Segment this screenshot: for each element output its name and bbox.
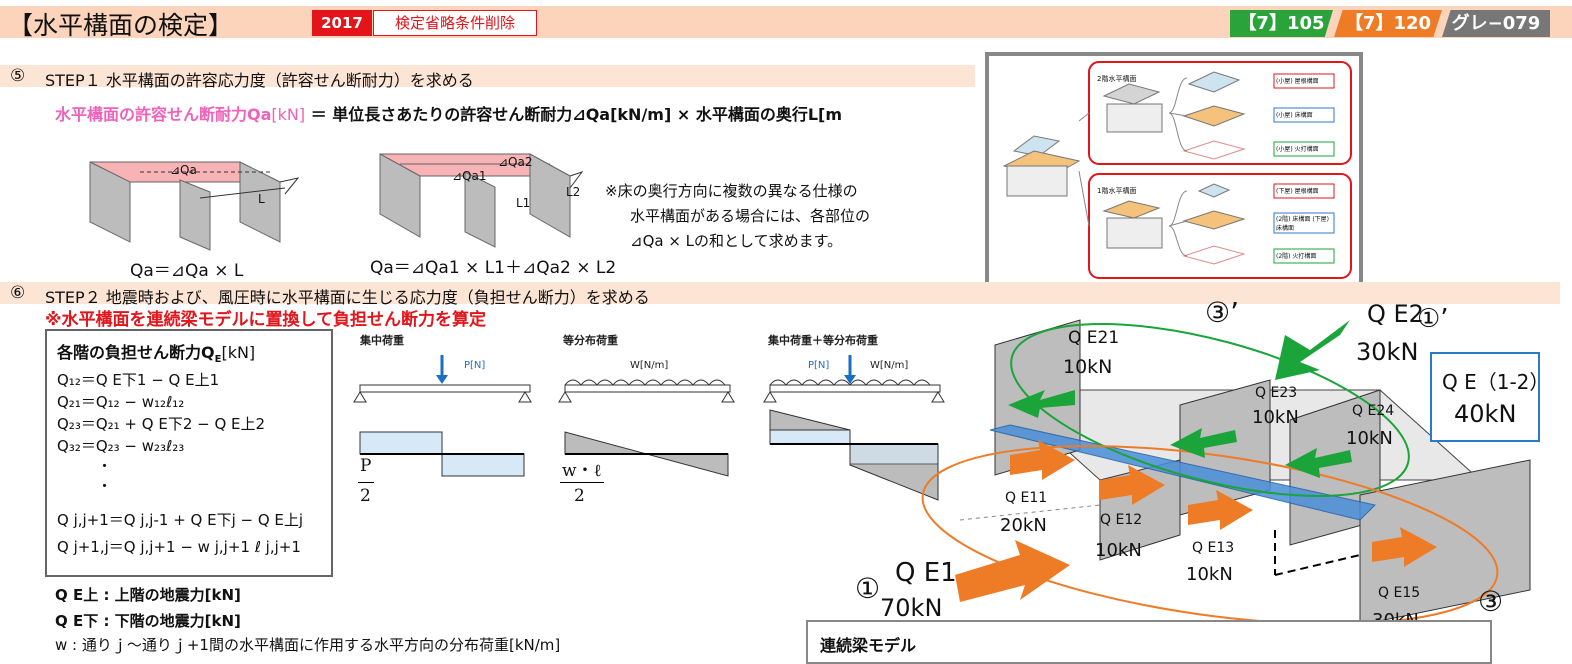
- qe12-box-value: 40kN: [1454, 400, 1517, 428]
- qe12-box: Q E（1-2） 40kN: [1430, 352, 1549, 442]
- qe12-box-label: Q E（1-2）: [1442, 370, 1550, 394]
- frac2-den: 2: [574, 486, 585, 506]
- beam2-load-text: W[N/m]: [630, 360, 669, 371]
- ref-badge-green: 【7】105: [1230, 10, 1333, 37]
- model-box-title: 連続梁モデル: [820, 636, 917, 655]
- qe13-label: Q E13: [1192, 540, 1235, 556]
- note-line-1: ※床の奥行方向に複数の異なる仕様の: [605, 182, 858, 200]
- shear-line-1: Q₁₂＝Q E下1 − Q E上1: [57, 371, 220, 389]
- diagram-item-1: (小屋) 屋根構面: [1276, 78, 1319, 85]
- diagram-item-5: (2階) 床構面 (下屋) 床構面: [1276, 216, 1329, 232]
- qe2-value: 30kN: [1356, 338, 1419, 366]
- fig1-l: L: [258, 192, 265, 206]
- shear-box-title-text: 各階の負担せん断力Q: [57, 343, 215, 362]
- formula-pink-qa: Qa: [247, 105, 272, 124]
- diagram-item-2: (小屋) 床構面: [1276, 112, 1313, 119]
- beam2-title: 等分布荷重: [563, 334, 618, 347]
- fig2-dqa1: ⊿Qa1: [452, 169, 487, 183]
- step1-text: STEP１ 水平構面の許容応力度（許容せん断耐力）を求める: [45, 71, 474, 90]
- qe2-label: Q E2: [1367, 300, 1424, 328]
- step1-number: ⑤: [10, 66, 26, 86]
- allowable-formula: 水平構面の許容せん断耐力Qa[kN] ＝ 単位長さあたりの許容せん断耐力⊿Qa[…: [55, 101, 842, 125]
- eq-qa-multi: Qa＝⊿Qa1 × L1＋⊿Qa2 × L2: [370, 258, 617, 278]
- qe12-value: 10kN: [1095, 540, 1142, 561]
- note-line-2: 水平構面がある場合には、各部位の: [630, 207, 871, 225]
- frac1-den: 2: [360, 486, 371, 506]
- beam3-title: 集中荷重＋等分布荷重: [768, 334, 878, 347]
- beam1-load: P[N]: [464, 360, 486, 371]
- shear-box-title: 各階の負担せん断力QE[kN]: [57, 339, 255, 365]
- frac1-num: P: [360, 456, 372, 476]
- shear-box-title-sub: E: [214, 354, 222, 366]
- beam1-title: 集中荷重: [360, 334, 404, 347]
- step1-bar: [0, 65, 975, 87]
- step2-number: ⑥: [10, 283, 26, 303]
- ref-badge-gray: グレ−079: [1442, 10, 1550, 37]
- shear-force-box: 各階の負担せん断力QE[kN] Q₁₂＝Q E下1 − Q E上1 Q₂₁＝Q₁…: [45, 329, 333, 577]
- step2-bar: [0, 282, 1560, 304]
- year-badge: 2017: [312, 10, 372, 36]
- qe11-label: Q E11: [1005, 490, 1048, 506]
- legend-lower: Q E下 : 下階の地震力[kN]: [55, 612, 241, 630]
- qe1-label: Q E1: [895, 558, 957, 588]
- formula-pink: 水平構面の許容せん断耐力: [55, 105, 248, 124]
- eq-qa-single: Qa＝⊿Qa × L: [130, 261, 244, 281]
- diagram-item-4: (下屋) 屋根構面: [1276, 188, 1319, 195]
- fig1-dqa: ⊿Qa: [170, 163, 197, 177]
- floor-figure-2: [379, 153, 584, 248]
- qe23-label: Q E23: [1255, 385, 1298, 401]
- qe23-value: 10kN: [1252, 407, 1299, 428]
- page-title: 【水平構面の検定】: [8, 11, 234, 40]
- qe12-label: Q E12: [1100, 512, 1143, 528]
- diagram-item-3: (小屋) 火打構面: [1276, 146, 1319, 153]
- formula-rest: ＝ 単位長さあたりの許容せん断耐力⊿Qa[kN/m] × 水平構面の奥行L[m: [310, 105, 842, 124]
- legend-upper: Q E上 : 上階の地震力[kN]: [55, 586, 241, 604]
- building-figure: [921, 319, 1531, 626]
- shear-box-title-unit: [kN]: [221, 343, 256, 362]
- qe21-label: Q E21: [1068, 328, 1120, 348]
- fig2-l2: L2: [566, 185, 581, 199]
- diagram-top-group: 2階水平構面: [1097, 75, 1137, 83]
- qe24-label: Q E24: [1352, 403, 1395, 419]
- step2-subtitle: ※水平構面を連続梁モデルに置換して負担せん断力を算定: [45, 310, 487, 330]
- qe15-label: Q E15: [1378, 585, 1421, 601]
- qe24-value: 10kN: [1346, 428, 1393, 449]
- shear-line-3: Q₂₃＝Q₂₁ + Q E下2 − Q E上2: [57, 415, 266, 433]
- shear-line-2: Q₂₁＝Q₁₂ − w₁₂ℓ₁₂: [57, 393, 185, 411]
- circle-3: ③: [1478, 585, 1504, 618]
- shear-line-j1: Q j,j+1＝Q j,j-1 + Q E下j − Q E上j: [57, 511, 304, 529]
- ref-badge-orange: 【7】120: [1334, 10, 1442, 37]
- formula-unit: [kN]: [271, 105, 306, 124]
- year-note: 検定省略条件削除: [373, 10, 537, 36]
- beam3-load-p: P[N]: [808, 360, 830, 371]
- qe11-value: 20kN: [1000, 515, 1047, 536]
- qe2-circle: ①’: [1417, 304, 1449, 334]
- horizontal-plane-diagram: 2階水平構面 1階水平構面 (小屋) 屋根構面 (小屋) 床構面 (小屋) 火打…: [985, 52, 1363, 288]
- shear-dot-1: ・: [97, 457, 113, 475]
- qe1-circle: ①: [855, 572, 881, 605]
- shear-line-4: Q₃₂＝Q₂₃ − w₂₃ℓ₂₃: [57, 437, 185, 455]
- diagram-bottom-group: 1階水平構面: [1097, 187, 1137, 195]
- plane-diagram-svg: [1002, 61, 1352, 279]
- qe1-value: 70kN: [880, 594, 943, 622]
- frac2-bar: [560, 482, 604, 483]
- note-line-3: ⊿Qa × Lの和として求めます。: [630, 232, 843, 250]
- qe21-value: 10kN: [1063, 356, 1113, 378]
- frac2-num: w・ℓ: [562, 461, 602, 481]
- floor-figure-1: [89, 161, 300, 251]
- circle-3-prime: ③’: [1205, 296, 1240, 329]
- shear-line-j2: Q j+1,j＝Q j,j+1 − w j,j+1 ℓ j,j+1: [57, 538, 301, 556]
- frac1-bar: [358, 482, 374, 483]
- fig2-dqa2: ⊿Qa2: [498, 155, 533, 169]
- continuous-beam-model-box: 連続梁モデル: [806, 620, 1492, 664]
- beam-diagrams: [353, 355, 945, 501]
- qe13-value: 10kN: [1186, 564, 1233, 585]
- diagram-item-6: (2階) 火打構面: [1276, 253, 1317, 260]
- beam3-load-w: W[N/m]: [870, 360, 909, 371]
- step2-text: STEP２ 地震時および、風圧時に水平構面に生じる応力度（負担せん断力）を求める: [45, 288, 650, 307]
- shear-dot-2: ・: [97, 477, 113, 495]
- fig2-l1: L1: [516, 196, 531, 210]
